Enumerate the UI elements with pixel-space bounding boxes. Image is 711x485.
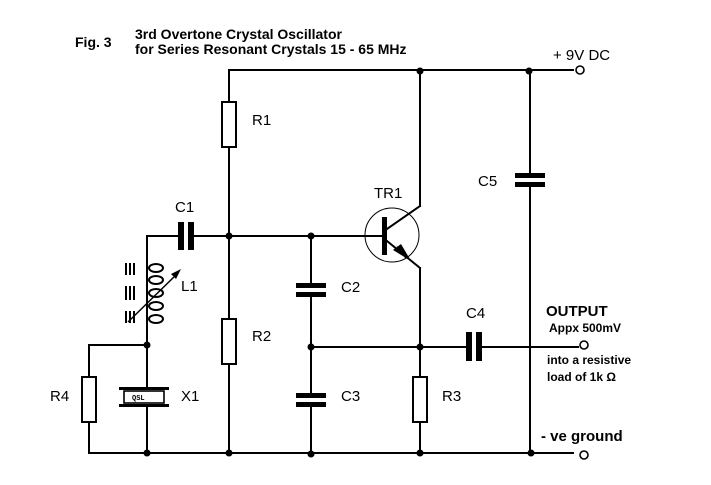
tr1-label: TR1: [374, 185, 402, 202]
output-note-voltage: Appx 500mV: [549, 321, 621, 335]
resistor-r2: [221, 235, 237, 454]
c2-label: C2: [341, 279, 360, 296]
c4-label: C4: [466, 305, 485, 322]
transistor-tr1: [364, 69, 422, 348]
l1-label: L1: [181, 278, 198, 295]
ground-terminal: [579, 450, 589, 460]
output-terminal: [579, 340, 589, 350]
inductor-l1: [125, 235, 181, 346]
r1-label: R1: [252, 112, 271, 129]
fig-label: Fig. 3: [75, 34, 112, 50]
ground-rail: [88, 449, 589, 460]
r3-label: R3: [442, 388, 461, 405]
output-label: OUTPUT: [546, 303, 608, 320]
resistor-r4: [81, 344, 97, 454]
ground-label: - ve ground: [541, 428, 623, 445]
title-line-2: for Series Resonant Crystals 15 - 65 MHz: [135, 41, 407, 57]
x1-label: X1: [181, 388, 199, 405]
resistor-r3: [412, 346, 428, 454]
c3-label: C3: [341, 388, 360, 405]
capacitor-c3: [296, 346, 326, 454]
output-note-load-1: into a resistive: [547, 353, 631, 367]
capacitor-c2: [296, 235, 326, 348]
supply-terminal: [575, 65, 585, 75]
x1-marking: QSL: [132, 395, 145, 403]
adjust-arrow-icon: [171, 269, 181, 279]
capacitor-c5: [515, 69, 545, 454]
output-note-load-2: load of 1k Ω: [547, 370, 616, 384]
capacitor-c1: [178, 222, 194, 250]
supply-label: + 9V DC: [553, 47, 610, 64]
crystal-x1: QSL: [119, 344, 169, 454]
resistor-r1: [221, 69, 237, 237]
c5-label: C5: [478, 173, 497, 190]
r4-label: R4: [50, 388, 69, 405]
r2-label: R2: [252, 328, 271, 345]
c1-label: C1: [175, 199, 194, 216]
title-line-1: 3rd Overtone Crystal Oscillator: [135, 26, 343, 42]
